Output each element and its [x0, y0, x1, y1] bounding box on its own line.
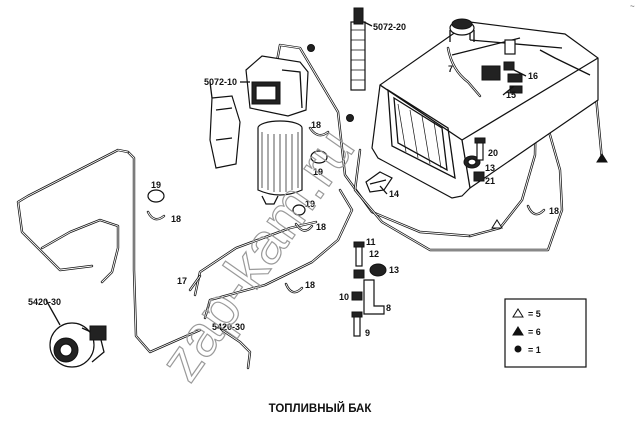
- fuel-filter-assembly: [209, 55, 309, 205]
- bracket-8: [363, 279, 385, 315]
- marker-filled-circle-1: [307, 44, 315, 52]
- marker-filled-circle-2: [346, 114, 354, 122]
- gasket-13-a: [463, 155, 481, 169]
- label-5072-20: 5072-20: [373, 22, 406, 32]
- watermark: zap-kam.ru: [147, 118, 367, 393]
- label-5072-10: 5072-10: [204, 77, 237, 87]
- label-14: 14: [389, 189, 399, 199]
- clamp-18-d: [526, 204, 546, 216]
- label-19-c: 19: [305, 199, 315, 209]
- label-17: 17: [177, 276, 187, 286]
- label-11: 11: [366, 237, 376, 247]
- label-13-a: 13: [485, 163, 495, 173]
- nut-12: [353, 269, 365, 279]
- label-18-e: 18: [305, 280, 315, 290]
- fuel-level-sensor: [350, 7, 366, 91]
- label-19-b: 19: [151, 180, 161, 190]
- legend-label-filled-circle: = 1: [528, 345, 541, 355]
- gasket-13-b: [369, 263, 387, 277]
- clamp-18-a: [308, 126, 330, 137]
- clamp-18-e: [284, 282, 304, 294]
- bolt-9: [351, 311, 363, 337]
- fuel-lines: [16, 43, 604, 370]
- clamp-18-b: [146, 210, 166, 221]
- clamp-18-c: [294, 222, 314, 232]
- diagram-caption: ТОПЛИВНЫЙ БАК: [269, 402, 373, 415]
- grommet-19-a: [310, 150, 328, 164]
- label-9: 9: [365, 328, 370, 338]
- label-15: 15: [506, 90, 516, 100]
- tank-cap: [449, 18, 475, 42]
- legend-filled-circle-icon: [514, 345, 522, 353]
- fuel-pump: [49, 322, 107, 368]
- label-12: 12: [369, 249, 379, 259]
- label-18-b: 18: [171, 214, 181, 224]
- label-5420-30-a: 5420-30: [28, 297, 61, 307]
- label-18-c: 18: [316, 222, 326, 232]
- label-13-b: 13: [389, 265, 399, 275]
- leader-lines: [45, 21, 527, 331]
- legend-open-triangle-icon: [512, 308, 524, 318]
- part-labels: 5072-20 5072-10 16 7 15 18 19 14 20 13 2…: [28, 22, 559, 338]
- legend-label-open-triangle: = 5: [528, 309, 541, 319]
- label-19-a: 19: [313, 167, 323, 177]
- label-8: 8: [386, 303, 391, 313]
- nut-21: [473, 171, 485, 182]
- label-16: 16: [528, 71, 538, 81]
- marker-open-triangle: [491, 219, 503, 229]
- label-10: 10: [339, 292, 349, 302]
- bolt-11: [353, 241, 365, 267]
- marker-filled-triangle: [596, 153, 608, 163]
- fitting-7: [446, 46, 515, 98]
- label-18-d: 18: [549, 206, 559, 216]
- label-18-a: 18: [311, 120, 321, 130]
- legend: = 5 = 6 = 1: [504, 298, 587, 368]
- label-20: 20: [488, 148, 498, 158]
- installation-markers: [307, 44, 608, 229]
- label-7: 7: [448, 64, 453, 74]
- corner-mark: ~: [630, 2, 635, 11]
- grommet-19-c: [292, 204, 306, 216]
- fitting-17: [188, 274, 202, 292]
- label-21: 21: [485, 176, 495, 186]
- strap-14: [365, 171, 393, 193]
- nut-10: [351, 291, 363, 301]
- grommet-19-b: [147, 189, 165, 203]
- legend-label-filled-triangle: = 6: [528, 327, 541, 337]
- legend-filled-triangle-icon: [512, 326, 524, 336]
- bolt-20: [474, 137, 486, 161]
- label-5420-30-b: 5420-30: [212, 322, 245, 332]
